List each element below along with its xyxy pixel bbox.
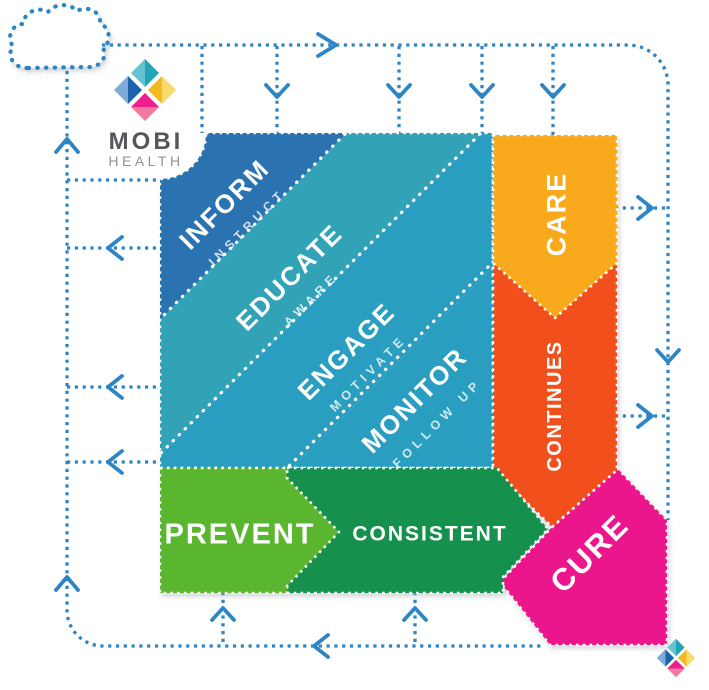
flow-top-right-border [102,43,670,520]
care-block [491,133,619,320]
prevent-label: PREVENT [165,518,316,550]
arrow-up-icon [54,575,80,592]
arrow-down-icon [469,83,495,99]
arrow-left-icon [106,235,124,261]
arrow-left-icon [312,633,330,659]
cloud-icon [7,3,111,71]
brand-lockup: MOBI HEALTH [108,59,184,169]
band-separator [278,253,493,468]
brand-name: MOBI [109,128,184,155]
arrow-right-icon [636,195,654,221]
arrow-left-icon [106,449,124,475]
brand-tagline: HEALTH [108,153,183,169]
consistent-label: CONSISTENT [352,523,507,546]
arrow-down-icon [264,83,290,99]
band-separator [160,133,488,461]
arrow-right-icon [636,403,654,429]
arrow-down-icon [655,348,681,364]
arrow-down-icon [540,83,566,99]
diagonal-bands [160,133,493,468]
arrow-up-icon [402,606,428,622]
arrow-up-icon [210,606,236,622]
care-label: CARE [542,172,572,257]
mobi-health-logo [114,59,176,121]
matrix [158,131,669,647]
arrow-right-icon [316,32,338,58]
flow-network [7,3,681,659]
band-separator [160,133,353,326]
arrow-up-icon [54,137,80,154]
prevent-block [158,466,341,595]
arrow-left-icon [106,374,124,400]
arrow-down-icon [386,83,412,99]
continues-label: CONTINUES [544,340,566,471]
